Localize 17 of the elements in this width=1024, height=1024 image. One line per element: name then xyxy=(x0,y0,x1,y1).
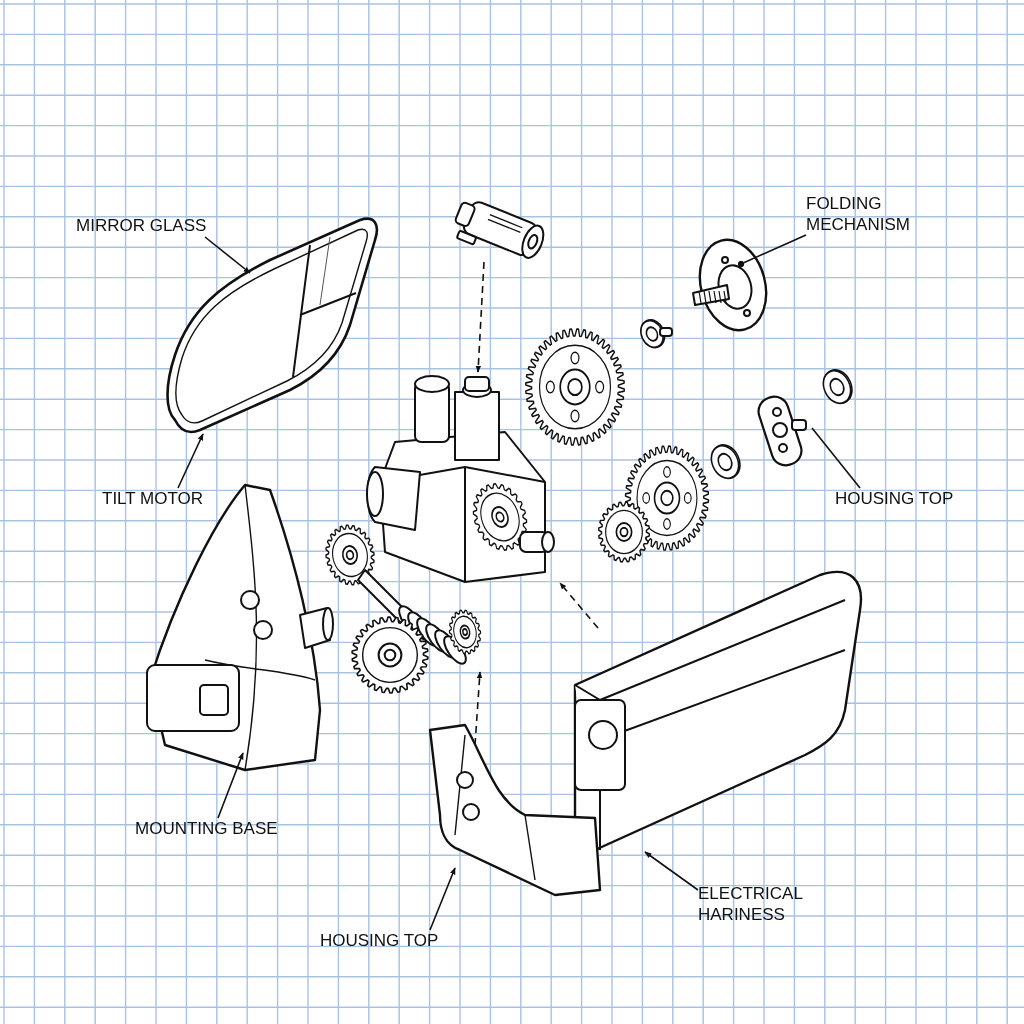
leader-line xyxy=(644,851,699,891)
part-label: TILT MOTOR xyxy=(102,488,212,510)
assembly-arrow xyxy=(475,261,485,373)
leader-line xyxy=(429,867,456,931)
part-label: MOUNTING BASE xyxy=(135,818,295,840)
leader-line xyxy=(811,427,861,489)
part-label: HOUSING TOP xyxy=(835,488,965,510)
part-label: ELECTRICAL HARINESS xyxy=(698,883,808,927)
leader-line xyxy=(737,234,807,268)
assembly-arrow xyxy=(474,671,483,746)
part-label: HOUSING TOP xyxy=(320,930,450,952)
leader-line xyxy=(217,752,244,819)
leader-line xyxy=(204,236,251,274)
part-label: FOLDING MECHANISM xyxy=(806,193,924,237)
leader-line xyxy=(177,433,204,489)
assembly-arrow xyxy=(559,582,599,629)
part-label: MIRROR GLASS xyxy=(76,215,216,237)
